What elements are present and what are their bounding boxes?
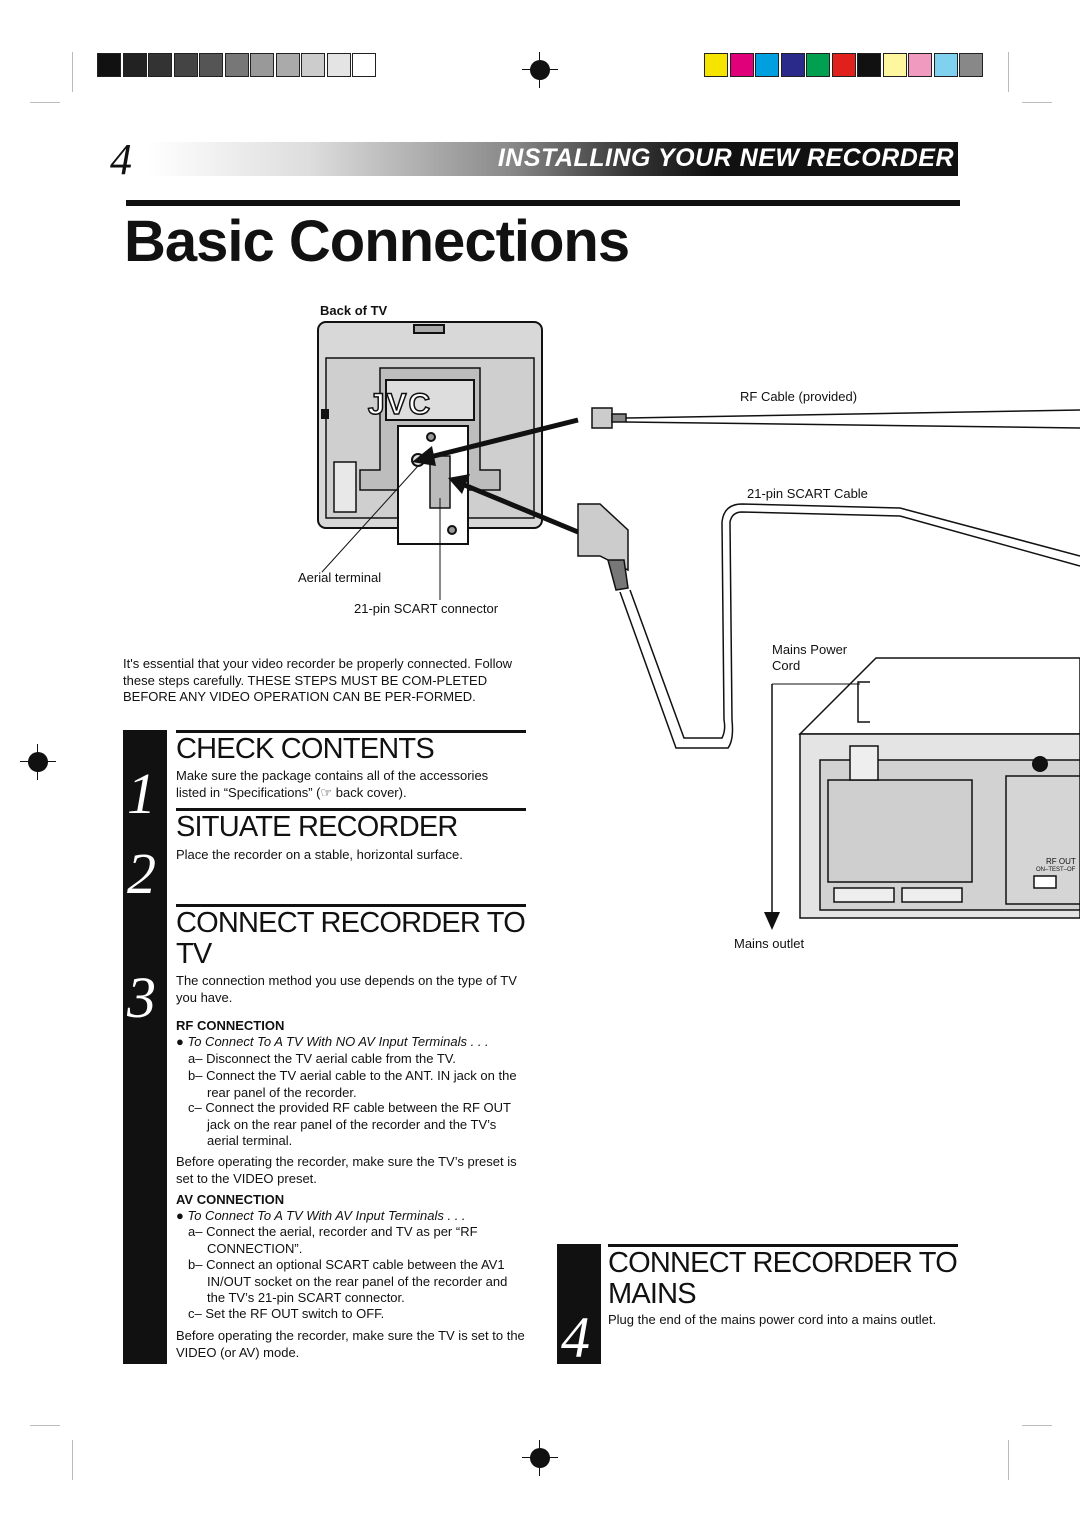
rf-step-a: a– Disconnect the TV aerial cable from t… — [188, 1051, 456, 1066]
page-title: Basic Connections — [124, 209, 630, 274]
section-rule — [608, 1244, 958, 1247]
tv-back-illustration — [317, 321, 543, 545]
av-bullet: ● To Connect To A TV With AV Input Termi… — [176, 1208, 466, 1223]
label-mains-power-cord-1: Mains Power — [772, 642, 848, 657]
color-swatch — [831, 53, 856, 77]
rf-step-c: c– Connect the provided RF cable between… — [188, 1100, 511, 1148]
step-bar: 4 — [557, 1244, 601, 1370]
step-heading: SITUATE RECORDER — [176, 811, 458, 843]
color-swatch — [704, 53, 728, 77]
label-mains-outlet: Mains outlet — [734, 936, 805, 951]
rf-heading: RF CONNECTION — [176, 1018, 285, 1033]
outlet-arrow-head — [764, 912, 780, 930]
section-banner: INSTALLING YOUR NEW RECORDER — [148, 142, 958, 176]
step-number: 2 — [127, 841, 156, 906]
label-rf-out: RF OUT — [1046, 857, 1076, 866]
registration-mark-icon — [522, 1440, 558, 1476]
jvc-logo: JVC — [368, 388, 432, 421]
scart-arrow — [461, 481, 579, 535]
section-rule — [176, 904, 526, 907]
step-heading: CHECK CONTENTS — [176, 733, 435, 765]
section-banner-text: INSTALLING YOUR NEW RECORDER — [497, 144, 954, 172]
crop-mark — [1022, 102, 1052, 103]
rf-bullet-text: To Connect To A TV With NO AV Input Term… — [187, 1034, 489, 1049]
step-number: 3 — [127, 965, 156, 1030]
registration-mark-icon — [20, 744, 56, 780]
scart-cable — [577, 503, 1080, 749]
av-step-b: b– Connect an optional SCART cable betwe… — [188, 1257, 508, 1305]
color-swatch — [806, 53, 830, 77]
registration-mark-icon — [1032, 756, 1048, 772]
av-heading: AV CONNECTION — [176, 1192, 285, 1207]
color-swatch — [250, 53, 274, 77]
color-swatch — [780, 53, 805, 77]
step-text: Place the recorder on a stable, horizont… — [176, 847, 463, 862]
label-mains-power-cord-2: Cord — [772, 658, 801, 673]
color-swatch — [857, 53, 881, 77]
color-swatch — [755, 53, 779, 77]
color-swatch — [352, 53, 376, 77]
label-aerial-terminal: Aerial terminal — [298, 570, 382, 585]
color-swatch — [933, 53, 958, 77]
section-rule — [176, 808, 526, 811]
label-scart-cable: 21-pin SCART Cable — [747, 486, 868, 501]
color-swatch — [122, 53, 147, 77]
crop-mark — [1008, 1440, 1009, 1480]
step-heading: CONNECT RECORDER TO TV — [176, 907, 526, 970]
title-rule — [126, 200, 960, 206]
crop-mark — [30, 1425, 60, 1426]
step-text: Plug the end of the mains power cord int… — [608, 1312, 937, 1327]
rf-bullet: ● To Connect To A TV With NO AV Input Te… — [176, 1034, 489, 1049]
step-number: 1 — [127, 761, 156, 826]
rf-arrow — [425, 417, 579, 461]
color-swatch — [224, 53, 249, 77]
page-number: 4 — [110, 135, 132, 184]
rf-cable — [591, 407, 1080, 429]
step-number: 4 — [561, 1305, 590, 1370]
color-swatch — [301, 53, 325, 77]
label-scart-connector: 21-pin SCART connector — [354, 601, 499, 616]
recorder-illustration — [798, 657, 1080, 919]
label-back-of-tv: Back of TV — [320, 303, 388, 318]
intro-text: It's essential that your video recorder … — [123, 656, 513, 704]
section-rule — [176, 730, 526, 733]
scart-arrow-head — [448, 474, 470, 494]
color-swatch — [148, 53, 172, 77]
color-swatch — [959, 53, 983, 77]
color-swatch — [908, 53, 932, 77]
step-heading: CONNECT RECORDER TO MAINS — [608, 1247, 958, 1310]
crop-mark — [30, 102, 60, 103]
step-bar: 1 2 3 — [123, 730, 167, 1364]
crop-mark — [72, 1440, 73, 1480]
color-swatch — [275, 53, 300, 77]
rf-step-b: b– Connect the TV aerial cable to the AN… — [188, 1068, 517, 1100]
av-step-c: c– Set the RF OUT switch to OFF. — [188, 1306, 385, 1321]
av-bullet-text: To Connect To A TV With AV Input Termina… — [187, 1208, 466, 1223]
color-swatch — [729, 53, 754, 77]
color-swatch — [326, 53, 351, 77]
crop-mark — [1022, 1425, 1052, 1426]
label-rf-cable: RF Cable (provided) — [740, 389, 858, 404]
av-note: Before operating the recorder, make sure… — [176, 1328, 525, 1360]
color-swatch — [882, 53, 907, 77]
step-text: The connection method you use depends on… — [176, 973, 517, 1005]
crop-mark — [1008, 52, 1009, 92]
label-on-test-off: ON–TEST–OF — [1036, 867, 1076, 873]
color-swatch — [97, 53, 121, 77]
rf-note: Before operating the recorder, make sure… — [176, 1154, 517, 1186]
step-text: Make sure the package contains all of th… — [176, 768, 489, 800]
color-swatch — [173, 53, 198, 77]
color-swatch — [199, 53, 223, 77]
registration-mark-icon — [522, 52, 558, 88]
rf-arrow-head — [412, 446, 436, 466]
av-step-a: a– Connect the aerial, recorder and TV a… — [188, 1224, 478, 1256]
crop-mark — [72, 52, 73, 92]
